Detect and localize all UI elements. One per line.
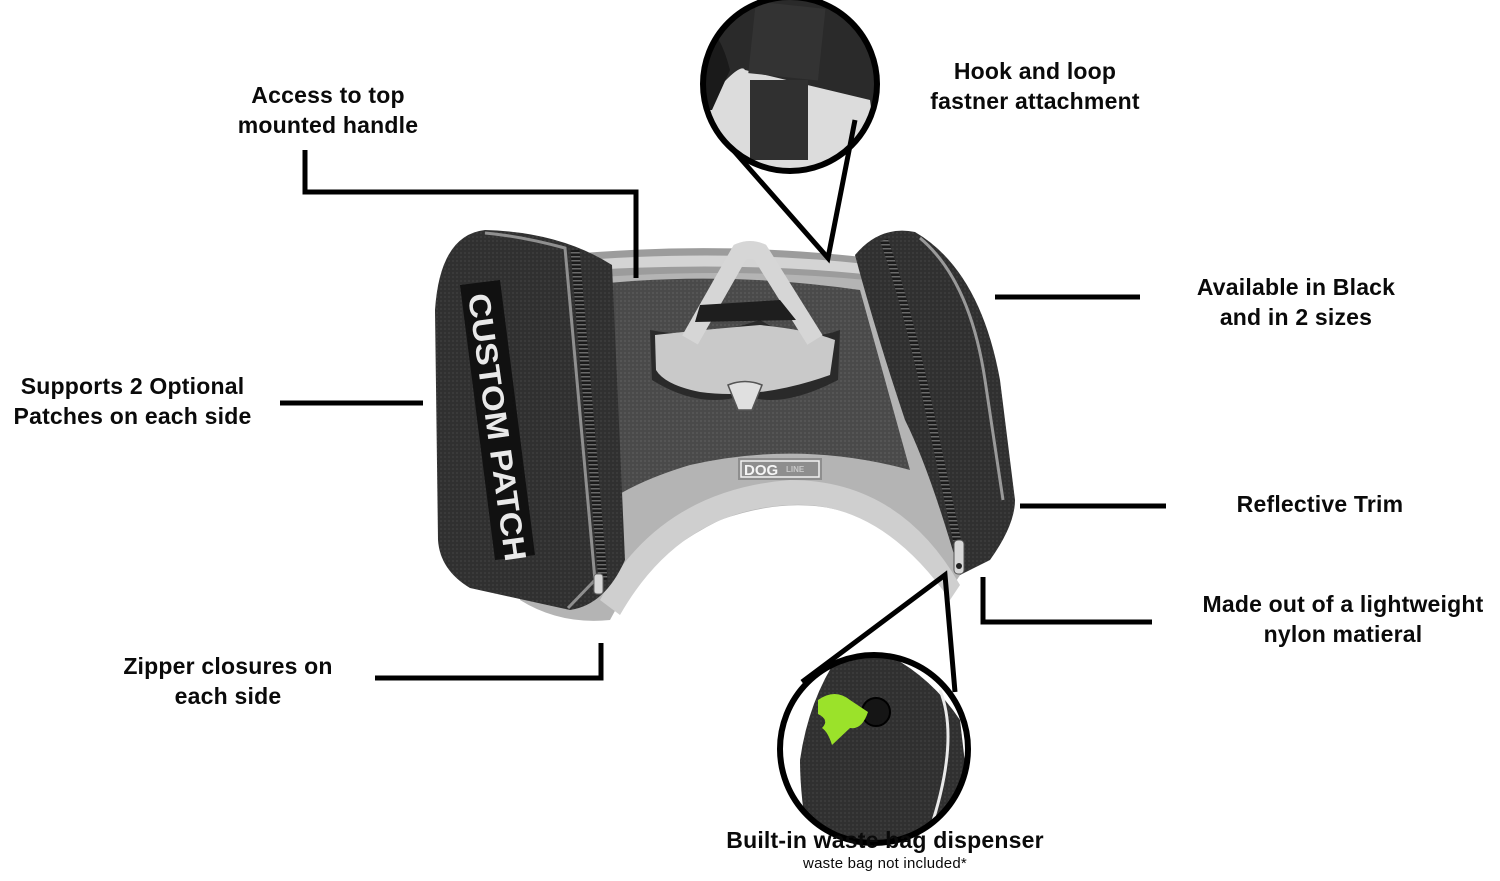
callout-line: fastner attachment xyxy=(930,88,1140,114)
callout-note: waste bag not included* xyxy=(803,855,967,872)
top-handle xyxy=(650,241,840,411)
connector-zipper xyxy=(375,643,604,681)
callout-waste-bag: Built-in waste bag dispenser waste bag n… xyxy=(700,825,1070,873)
callout-line: Built-in waste bag dispenser xyxy=(726,827,1044,853)
callout-patches: Supports 2 Optional Patches on each side xyxy=(0,371,265,431)
callout-reflective: Reflective Trim xyxy=(1220,489,1420,519)
callout-line: nylon matieral xyxy=(1263,621,1423,647)
logo-secondary: LINE xyxy=(786,465,805,474)
callout-material: Made out of a lightweight nylon matieral xyxy=(1183,589,1500,649)
callout-line: mounted handle xyxy=(237,112,419,138)
callout-line: Hook and loop xyxy=(953,58,1117,84)
callout-colors-sizes: Available in Black and in 2 sizes xyxy=(1180,272,1412,332)
callout-line: Reflective Trim xyxy=(1236,491,1404,517)
callout-line: each side xyxy=(174,683,282,709)
waste-bag-zoom-circle xyxy=(777,570,971,846)
callout-line: Available in Black xyxy=(1196,274,1396,300)
callout-line: Access to top xyxy=(251,82,405,108)
callout-zipper: Zipper closures on each side xyxy=(110,651,346,711)
callout-line: Zipper closures on xyxy=(123,653,333,679)
logo-primary: DOG xyxy=(744,462,778,479)
callout-hook-loop: Hook and loop fastner attachment xyxy=(915,56,1155,116)
callout-line: Patches on each side xyxy=(13,403,252,429)
left-saddlebag: CUSTOM PATCH xyxy=(435,230,625,610)
connector-handle xyxy=(302,150,639,278)
callout-line: and in 2 sizes xyxy=(1219,304,1373,330)
callout-handle: Access to top mounted handle xyxy=(228,80,428,140)
dogline-logo: DOG LINE xyxy=(738,458,822,480)
callout-line: Supports 2 Optional xyxy=(20,373,245,399)
connector-material xyxy=(980,577,1152,625)
waste-bag-icon xyxy=(818,694,868,745)
right-saddlebag xyxy=(855,230,1015,576)
callout-line: Made out of a lightweight xyxy=(1202,591,1484,617)
hook-loop-zoom-circle xyxy=(700,0,880,264)
